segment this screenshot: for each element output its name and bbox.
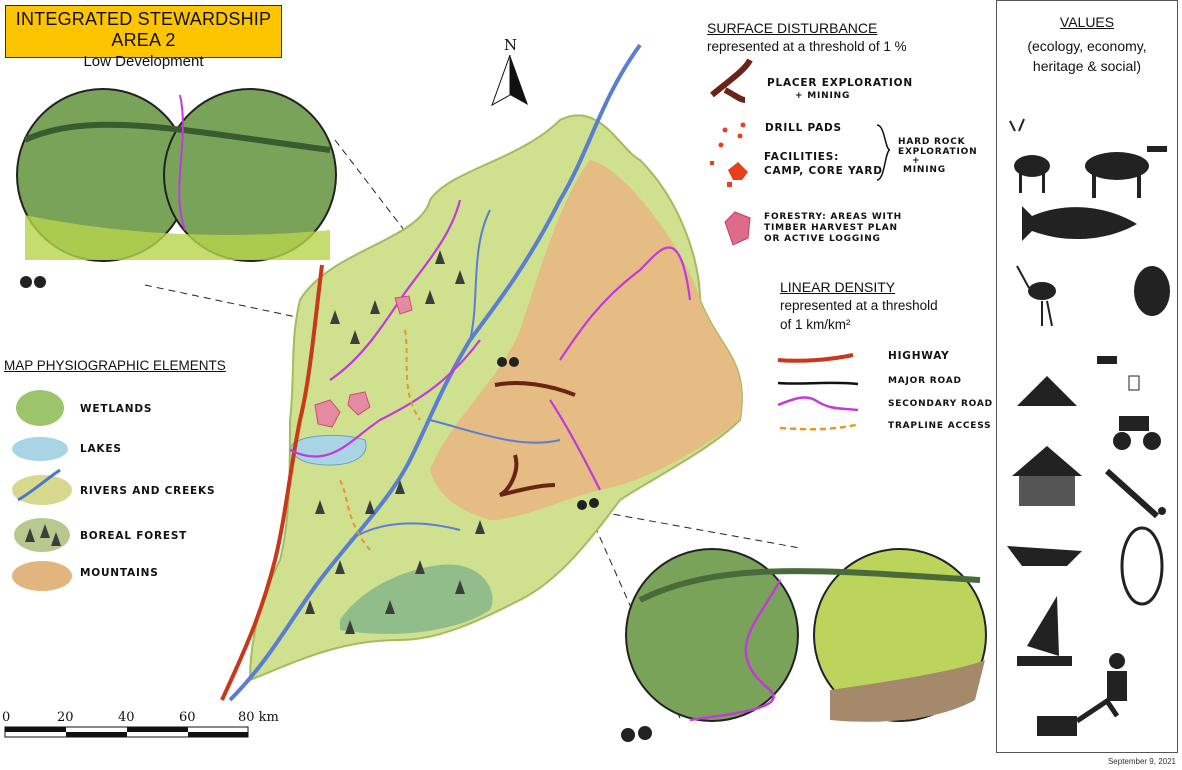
binoculars-icon [20,276,46,288]
wetlands-label: Wetlands [80,403,153,415]
lakes-label: Lakes [80,443,122,455]
surface-disturbance-title: SURFACE DISTURBANCE [707,20,878,36]
leader-line [589,509,801,549]
forestry-symbol [724,211,751,246]
values-title: VALUES [1059,14,1115,30]
north-arrow [491,54,528,107]
forestry-label: Forestry: areas with [764,212,902,222]
placer-symbol [710,58,753,103]
placer-miner-icon [1107,653,1127,701]
scale-label: 20 [57,710,74,725]
binoculars-icon [497,357,519,367]
beaver-icon [1134,266,1170,316]
rivers-swatch [12,475,72,505]
hard-rock-label: Hard rock [898,137,966,147]
lakes-swatch [12,437,68,461]
drill-pads-symbol [718,122,746,148]
highway [220,264,324,701]
trapline-symbol [779,423,857,431]
wetlands-swatch [16,390,64,426]
binocular-view-northwest [16,88,337,262]
secondary-road-label: Secondary road [888,399,993,409]
hard-rock-label-2: exploration [898,147,978,157]
north-label: N [504,36,518,54]
log-cabin-icon [1012,446,1082,506]
major-road-symbol [777,381,859,386]
scale-bar [4,726,249,738]
hard-rock-label-4: mining [903,165,946,175]
hard-rock-label-3: + [912,156,921,166]
highway-symbol [777,353,854,363]
date-label: September 9, 2021 [1107,757,1176,766]
linear-density-subtitle: represented at a threshold [780,298,938,313]
scale-label: 40 [118,710,135,725]
mountains-label: Mountains [80,567,159,579]
highway-label: Highway [888,350,950,362]
values-panel: VALUES (ecology, economy, heritage & soc… [996,0,1178,753]
binoculars-icon [621,726,652,742]
forestry-label-3: or active logging [764,234,881,244]
mountains-swatch [12,561,72,591]
berry-picking-icon [1104,468,1166,519]
caribou-icon [1009,118,1050,193]
surface-disturbance-subtitle: represented at a threshold of 1 % [707,39,907,54]
forestry-label-2: timber harvest plan [764,223,898,233]
physiographic-title: MAP PHYSIOGRAPHIC ELEMENTS [4,358,226,373]
main-river [228,43,642,702]
stewardship-area [248,114,743,682]
forestry-block [314,295,413,428]
map-illustration [4,43,987,742]
values-subtitle-2: heritage & social) [1032,58,1142,74]
physio-swatches [12,390,72,591]
drill-pads-label: Drill pads [765,122,842,134]
linear-density-subtitle-2: of 1 km/km² [780,317,851,332]
crane-icon [1016,265,1056,327]
atv-icon [1113,416,1161,450]
boreal-forest-label: Boreal forest [80,530,188,542]
lake [291,435,367,466]
snowshoe-icon [1120,526,1164,606]
fish-icon [1022,206,1137,241]
map-title: INTEGRATED STEWARDSHIP AREA 2 [15,9,272,50]
wetland-lake [340,564,493,634]
scale-label: 0 [2,710,11,725]
rivers-label: Rivers and creeks [80,485,216,497]
placer-label-2: + mining [795,91,851,101]
drill-rig-icon [1017,596,1072,666]
binocular-view-southeast [625,548,987,722]
boat-icon [1007,546,1082,566]
trapline-label: Trapline access [888,421,992,431]
scale-label: 60 [179,710,196,725]
major-road-label: Major road [888,376,962,386]
excavator-icon [1037,697,1120,736]
values-subtitle: (ecology, economy, [1027,38,1147,54]
trapline-access [339,329,421,551]
values-icons [1007,118,1170,736]
facilities-label: Facilities: [764,151,840,163]
water-tap-icon [1097,356,1140,391]
linear-density-title: LINEAR DENSITY [780,279,896,295]
placer-label: Placer exploration [767,77,913,89]
tent-icon [1017,376,1077,406]
bracket [876,124,891,181]
facilities-symbol [710,161,748,187]
binoculars-icon [577,498,599,510]
secondary-road-symbol [777,396,859,412]
moose-icon [1085,146,1167,198]
scale-label: 80 km [238,710,279,725]
map-subtitle: Low Development [83,53,204,70]
title-box: INTEGRATED STEWARDSHIP AREA 2 Low Develo… [5,5,282,70]
facilities-label-2: Camp, core yard [764,165,883,177]
placer-mining-area [494,381,576,497]
